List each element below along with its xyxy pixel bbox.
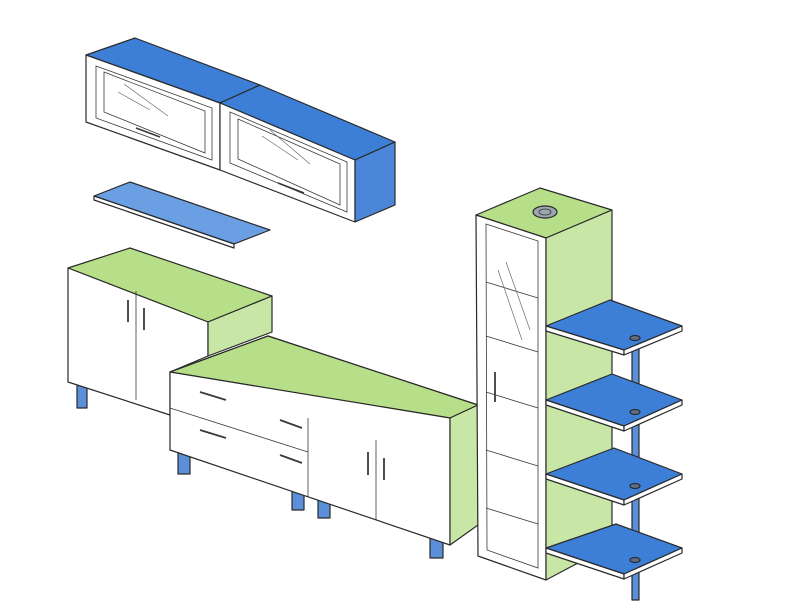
tv-console-drawer-handle-1: [199, 391, 227, 401]
tall-cabinet-shelf: [485, 281, 539, 299]
tv-console-drawer-divider: [169, 407, 309, 453]
tv-console-drawer-handle-4: [279, 454, 303, 464]
wall-cabinet-left-handle: [135, 127, 161, 138]
wall-cabinet-right-frame: [229, 111, 348, 213]
wall-cabinet-left-inner: [103, 71, 206, 154]
wall-cabinet-right-side: [354, 141, 396, 223]
tv-console: [169, 335, 479, 559]
corner-shelf-stand: [545, 299, 683, 601]
wall-cabinet-left-frame: [95, 65, 213, 161]
shelf-stand-joint: [629, 334, 641, 342]
wall-cabinet-right-glass-reflection: [261, 135, 299, 161]
tall-cabinet-glass-door: [485, 223, 539, 569]
side-cabinet: [67, 247, 273, 416]
tv-console-drawer-handle-2: [279, 419, 303, 429]
floating-shelf: [93, 181, 271, 249]
floating-shelf-top: [93, 181, 271, 245]
wall-cabinet-right-handle: [277, 182, 305, 194]
side-cabinet-side: [207, 295, 273, 357]
wall-cabinet-right: [219, 84, 396, 223]
tv-console-side: [449, 404, 479, 546]
wall-cabinet-left: [85, 37, 261, 171]
tv-console-drawer-handle-3: [199, 429, 227, 439]
wall-cabinet-left-glass-reflection: [117, 91, 151, 111]
tall-cabinet-downlight: [532, 205, 558, 219]
